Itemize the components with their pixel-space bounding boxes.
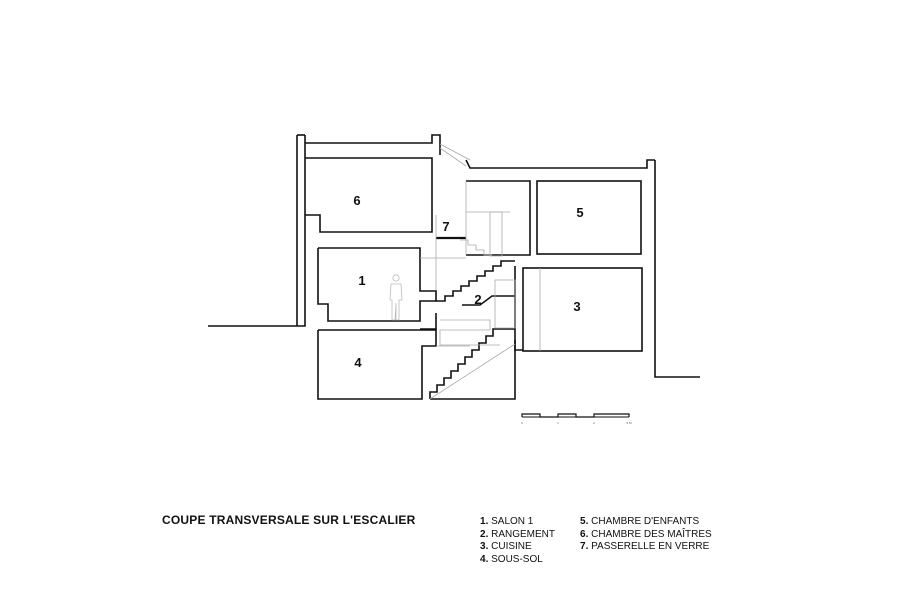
room-number-3: 3	[573, 299, 580, 314]
legend-item: 7. PASSERELLE EN VERRE	[580, 541, 710, 552]
legend-num: 3	[480, 541, 486, 552]
room-number-2: 2	[474, 292, 481, 307]
legend-item: 5. CHAMBRE D'ENFANTS	[580, 516, 700, 527]
room-5-outline	[536, 180, 642, 255]
lower-stair	[429, 328, 515, 399]
legend-column-right: 5. CHAMBRE D'ENFANTS 6. CHAMBRE DES MAÎT…	[580, 516, 712, 554]
ghost-stair-upper	[460, 239, 492, 256]
legend-name: CHAMBRE D'ENFANTS	[591, 516, 700, 527]
legend-num: 4	[480, 553, 486, 565]
scale-label-1: 1	[557, 421, 559, 425]
drawing-title: COUPE TRANSVERSALE SUR L'ESCALIER	[162, 513, 416, 527]
legend-item: 1. SALON 1	[480, 516, 534, 527]
legend-name: SOUS-SOL	[491, 553, 543, 565]
legend-item: 3. CUISINE	[480, 541, 532, 552]
legend-column-left: 1. SALON 1 2. RANGEMENT 3. CUISINE 4. SO…	[480, 516, 555, 566]
upper-corridor	[466, 180, 531, 256]
legend-item: 2. RANGEMENT	[480, 528, 556, 540]
legend-num: 2	[480, 528, 486, 540]
scale-label-0: 0	[521, 421, 523, 425]
stair-wall-right	[514, 266, 523, 351]
legend-item: 6. CHAMBRE DES MAÎTRES	[580, 528, 712, 540]
room-4-outline	[317, 329, 437, 400]
room-number-4: 4	[354, 355, 362, 370]
slab-left-mid	[420, 313, 437, 330]
storage-ghost	[494, 279, 516, 329]
room-number-7: 7	[442, 219, 449, 234]
human-figure	[389, 274, 403, 321]
ghost-stair-lower	[439, 319, 500, 346]
ground-line-left	[208, 135, 306, 327]
legend-num: 5	[580, 516, 586, 527]
legend-num: 7	[580, 541, 586, 552]
stair-wall-right-low	[430, 340, 516, 400]
legend-num: 1	[480, 516, 486, 527]
room-number-1: 1	[358, 273, 365, 288]
legend-name: CHAMBRE DES MAÎTRES	[591, 528, 712, 540]
storage-wall	[462, 295, 515, 306]
skylight-glass	[439, 143, 471, 161]
legend-name: PASSERELLE EN VERRE	[591, 541, 710, 552]
room-6-outline	[305, 157, 433, 233]
scale-bar: 0 1 2 5 M	[521, 413, 632, 425]
roof-left	[305, 134, 441, 155]
scale-label-5m: 5 M	[626, 421, 632, 425]
legend-name: CUISINE	[491, 541, 532, 552]
skylight-glass-2	[439, 147, 467, 167]
glass-railing	[489, 211, 503, 257]
roof-right	[465, 159, 655, 169]
room-number-6: 6	[353, 193, 360, 208]
scale-label-2: 2	[593, 421, 595, 425]
legend-item: 4. SOUS-SOL	[480, 553, 543, 565]
room-1-outline	[317, 247, 437, 322]
room-3-outline	[522, 267, 643, 352]
ground-line-right	[654, 160, 700, 378]
upper-stair	[436, 260, 515, 302]
room-number-5: 5	[576, 205, 583, 220]
lower-stair-diag	[429, 343, 516, 400]
legend-num: 6	[580, 528, 586, 540]
legend-name: RANGEMENT	[491, 528, 556, 540]
legend-name: SALON 1	[491, 516, 534, 527]
